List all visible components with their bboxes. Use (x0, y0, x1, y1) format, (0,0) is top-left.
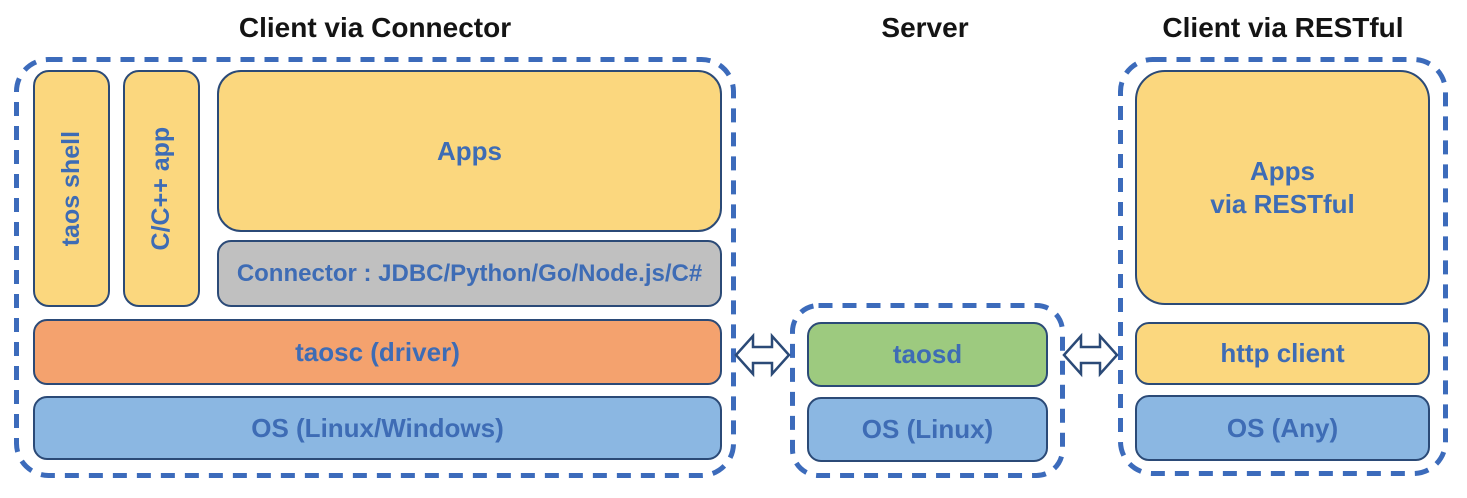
apps-box: Apps (217, 70, 722, 232)
os-any-label: OS (Any) (1226, 412, 1339, 443)
os-linux-label: OS (Linux) (861, 414, 994, 445)
server-dashed-container (790, 303, 1065, 478)
os-linux-windows-label: OS (Linux/Windows) (251, 412, 504, 443)
connector-label: Connector : JDBC/Python/Go/Node.js/C# (236, 259, 703, 287)
apps-via-restful-label: Apps via RESTful (1210, 155, 1354, 220)
taos-shell-label: taos shell (56, 130, 85, 247)
apps-label: Apps (437, 135, 502, 166)
os-linux-windows-box: OS (Linux/Windows) (33, 396, 722, 460)
cpp-app-box: C/C++ app (123, 70, 200, 307)
taosd-label: taosd (892, 339, 963, 370)
http-client-box: http client (1135, 322, 1430, 385)
double-arrow-left-icon (734, 332, 791, 378)
http-client-label: http client (1220, 338, 1345, 369)
os-any-box: OS (Any) (1135, 395, 1430, 461)
restful-client-title: Client via RESTful (1162, 12, 1404, 43)
apps-via-restful-box: Apps via RESTful (1135, 70, 1430, 305)
connector-client-title: Client via Connector (238, 12, 512, 43)
taos-shell-box: taos shell (33, 70, 110, 307)
server-title: Server (881, 12, 969, 43)
os-linux-box: OS (Linux) (807, 397, 1048, 462)
restful-client-dashed-container (1118, 57, 1448, 476)
connector-box: Connector : JDBC/Python/Go/Node.js/C# (217, 240, 722, 307)
apps-via-restful-label-line1: Apps (1249, 156, 1315, 186)
double-arrow-right-icon (1062, 332, 1119, 378)
taosc-driver-box: taosc (driver) (33, 319, 722, 385)
taosc-driver-label: taosc (driver) (295, 336, 460, 367)
cpp-app-label: C/C++ app (146, 126, 175, 251)
taosd-box: taosd (807, 322, 1048, 387)
apps-via-restful-label-line2: via RESTful (1210, 188, 1355, 219)
